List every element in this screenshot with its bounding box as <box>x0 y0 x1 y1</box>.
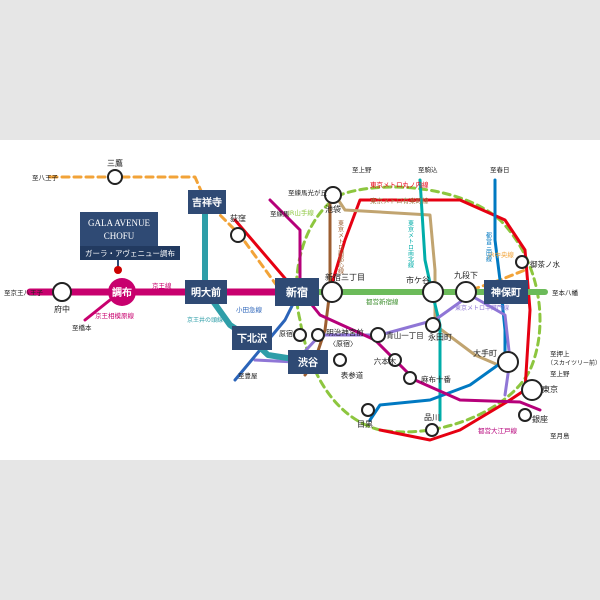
dest-kami-itabashi: 至上野 <box>352 165 372 174</box>
station-label-shinjuku-sanchome: 新宿三丁目 <box>325 272 365 282</box>
station-label-ichigaya: 市ケ谷 <box>406 275 430 285</box>
route-map: GALA AVENUE CHOFU ガーラ・アヴェニュー調布 調布 吉祥寺 明大… <box>0 140 600 460</box>
station-label-meguro: 目黒 <box>357 420 373 429</box>
line-label-yurakucho: 東京メトロ有楽町線 <box>370 196 429 205</box>
station-label-nagatacho: 永田町 <box>428 332 452 342</box>
line-label-hanzomon: 東京メトロ半蔵門線 <box>455 304 509 312</box>
station-label-roppongi: 六本木 <box>374 356 397 366</box>
dest-komagome: 至駒込 <box>418 165 438 174</box>
dest-nerima-kasugacho: 至練馬光が丘 <box>288 188 328 197</box>
station-box-shimokitazawa <box>232 326 272 350</box>
station-circle-nagatacho <box>425 317 441 333</box>
dest-kasuga: 至春日 <box>490 165 510 174</box>
line-yurakucho <box>333 193 512 372</box>
property-name-line2: CHOFU <box>104 231 135 241</box>
station-label-shinagawa: 品川 <box>424 413 440 422</box>
dest-hashimoto: 至橋本 <box>72 323 92 332</box>
station-label-jimbocho: 神保町 <box>491 286 521 299</box>
dest-oshiage: 至押上 <box>550 349 570 358</box>
station-circle-fuchu <box>52 282 72 302</box>
station-circle-ginza <box>518 408 532 422</box>
line-odakyu <box>233 298 297 382</box>
station-label-harajuku: 原宿 <box>279 329 293 338</box>
station-circle-kudanshita <box>455 281 477 303</box>
station-circle-meguro <box>361 403 375 417</box>
station-label-ikebukuro: 池袋 <box>325 204 341 214</box>
line-label-toei-shinjuku: 都営新宿線 <box>366 297 399 306</box>
station-label-ginza: 銀座 <box>532 414 548 424</box>
line-label-oedo: 都営大江戸線 <box>478 426 518 435</box>
line-label-odakyu: 小田急線 <box>236 305 263 314</box>
station-label-tokyo: 東京 <box>542 384 558 394</box>
route-map-svg: GALA AVENUE CHOFU ガーラ・アヴェニュー調布 調布 吉祥寺 明大… <box>4 158 600 442</box>
station-label-omotesando: 表参道 <box>341 370 364 380</box>
line-label-inokashira: 京王井の頭線 <box>187 316 223 324</box>
station-circle-meijijingumae <box>311 328 325 342</box>
station-circle-ogikubo <box>230 227 246 243</box>
station-label-mitaka: 三鷹 <box>107 158 123 168</box>
line-jr-yamanote <box>294 185 542 434</box>
property-marker <box>114 266 122 274</box>
line-label-chuo: JR中央線 <box>487 250 514 259</box>
station-box-shibuya <box>288 350 328 374</box>
line-label-marunouchi: 東京メトロ丸ノ内線 <box>370 180 429 189</box>
station-label-ogikubo: 荻窪 <box>230 213 246 223</box>
line-label-keio-sagamihara: 京王相模原線 <box>95 311 135 320</box>
station-circle-roppongi <box>388 353 402 367</box>
property-ja-box <box>80 246 180 260</box>
station-label-kudanshita: 九段下 <box>454 270 478 280</box>
line-label-mita: 都営三田線 <box>485 231 492 262</box>
station-label-shimokitazawa: 下北沢 <box>237 332 268 345</box>
line-label-fukutoshin: 東京メトロ副都心線 <box>337 219 344 274</box>
property-name-box <box>80 212 158 246</box>
station-circle-mitaka <box>107 169 123 185</box>
station-box-kichijoji <box>188 190 226 214</box>
dest-tsukishima: 至月島 <box>550 431 570 440</box>
station-circle-harajuku <box>293 328 307 342</box>
station-label-ochanomizu: 御茶ノ水 <box>530 259 560 269</box>
station-circle-otemachi <box>497 351 519 373</box>
line-label-namboku: 東京メトロ南北線 <box>407 219 414 268</box>
station-label-otemachi: 大手町 <box>473 348 497 358</box>
station-label-meijijingumae-paren: 〈原宿〉 <box>329 339 357 348</box>
station-label-meidaimae: 明大前 <box>191 286 221 299</box>
station-label-chofu: 調布 <box>112 286 132 299</box>
station-label-shinjuku: 新宿 <box>286 285 308 299</box>
station-circle-omotesando <box>333 353 347 367</box>
station-label-aoyama: 青山一丁目 <box>386 330 424 340</box>
station-circle-shinjuku-sanchome <box>321 281 343 303</box>
line-label-keio: 京王線 <box>152 281 172 290</box>
line-label-yamanote: JR山手線 <box>287 208 314 217</box>
property-name-ja: ガーラ・アヴェニュー調布 <box>85 248 175 258</box>
station-box-shinjuku <box>275 278 319 306</box>
line-namboku <box>418 178 442 422</box>
dest-ueno2: 至上野 <box>550 369 570 378</box>
station-circle-aoyama <box>370 327 386 343</box>
station-circle-ikebukuro <box>324 186 342 204</box>
station-circle-tokyo <box>521 379 543 401</box>
station-label-shibuya: 渋谷 <box>298 356 319 369</box>
station-box-jimbocho <box>484 280 528 304</box>
station-circle-ochanomizu <box>515 255 529 269</box>
station-label-meijijingumae: 明治神宮前 <box>326 327 364 337</box>
dest-keio-hachioji: 至京王八王子 <box>4 288 44 297</box>
dest-ofuna-toyoura: 至豊屋 <box>238 371 258 380</box>
station-label-kichijoji: 吉祥寺 <box>192 196 222 209</box>
station-circle-ichigaya <box>422 281 444 303</box>
dest-motoyawata: 至本八幡 <box>552 288 579 297</box>
dest-hachioji: 至八王子 <box>32 174 59 182</box>
station-circle-azabu <box>403 371 417 385</box>
dest-oshiage-sub: （スカイツリー前） <box>547 359 600 367</box>
property-name-line1: GALA AVENUE <box>88 218 151 228</box>
station-label-fuchu: 府中 <box>54 304 70 314</box>
station-box-meidaimae <box>185 280 227 304</box>
station-circle-shinagawa <box>425 423 439 437</box>
station-label-azabu: 麻布十番 <box>421 374 451 384</box>
dest-nerima: 至練馬 <box>270 209 290 218</box>
line-jr-chuo <box>48 175 527 294</box>
chofu-station-circle <box>108 278 136 306</box>
